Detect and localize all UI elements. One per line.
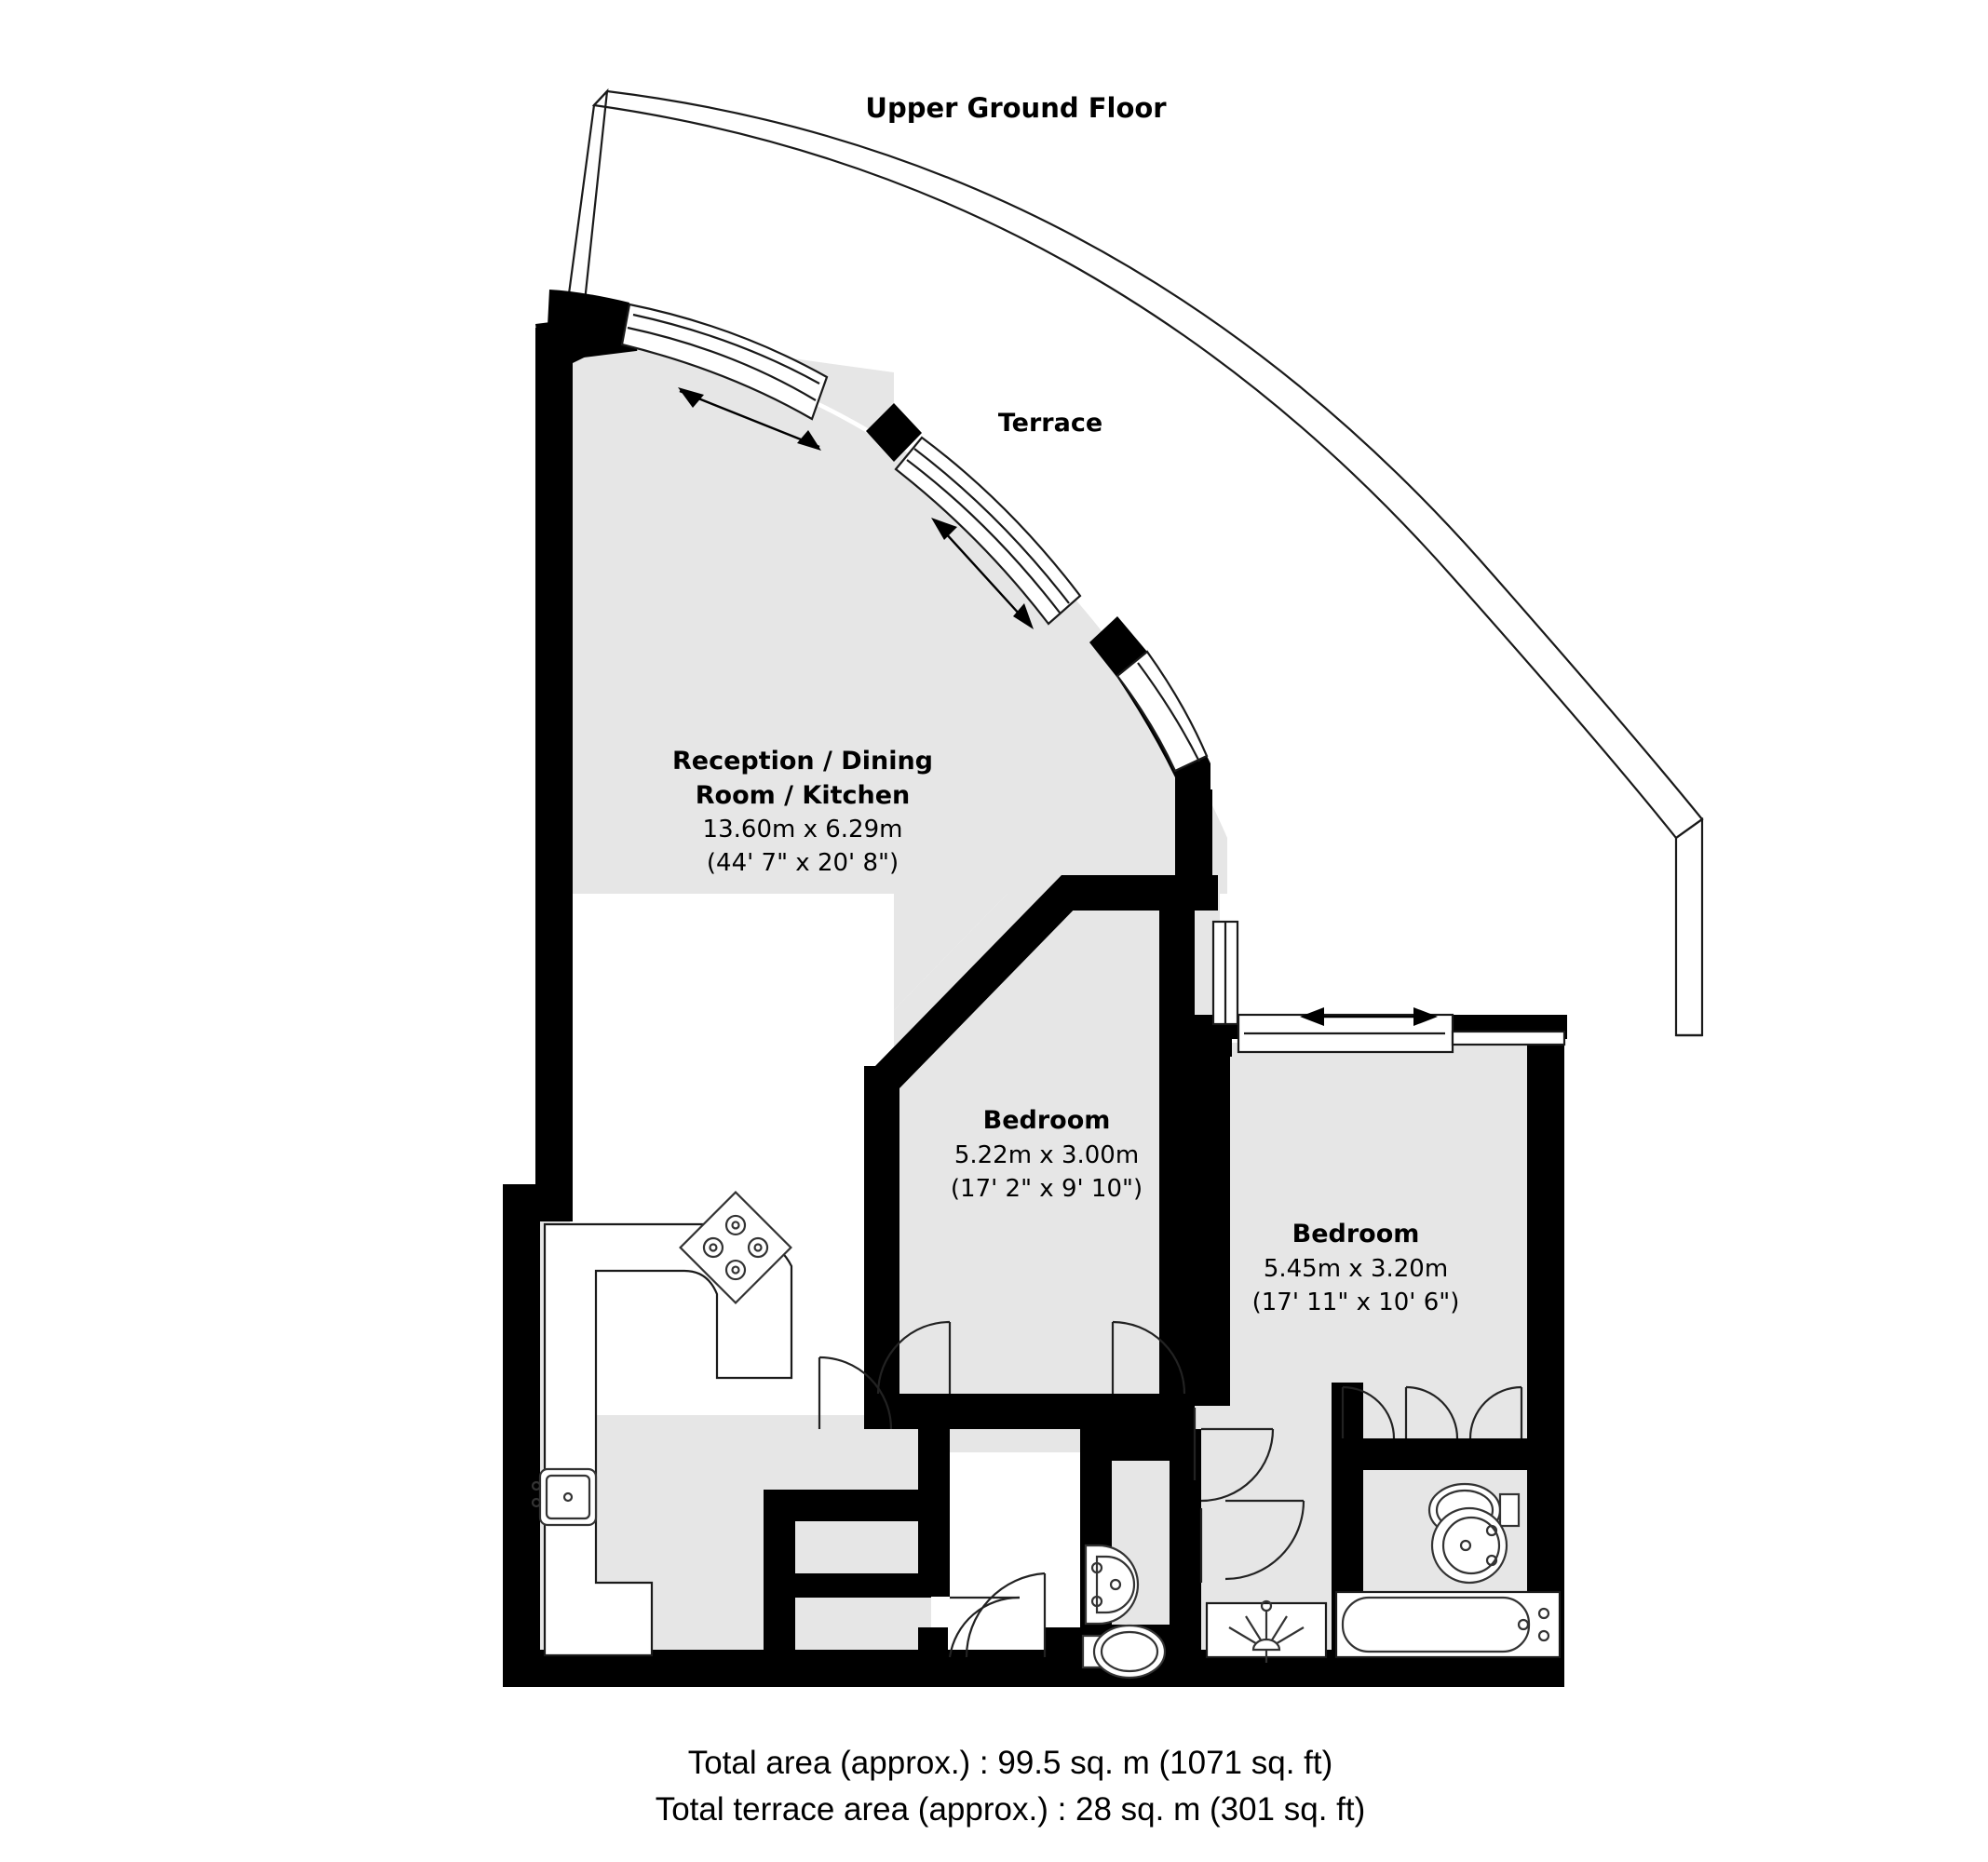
interior-floor-area xyxy=(526,328,1527,1676)
wardrobe-bifold-doors[interactable] xyxy=(1341,1385,1523,1439)
shower xyxy=(1205,1599,1328,1663)
bathroom-2-fixtures xyxy=(1334,1482,1562,1659)
wash-basin xyxy=(1084,1544,1140,1626)
door-hall-left xyxy=(818,1356,893,1430)
sliding-arrow-lower xyxy=(931,518,1034,629)
total-area-text: Total area (approx.) : 99.5 sq. m (1071 … xyxy=(688,1745,1333,1781)
reception-dim-metric: 13.60m x 6.29m xyxy=(703,816,903,843)
bedroom-2-dim-metric: 5.45m x 3.20m xyxy=(1264,1255,1448,1283)
door-hall-upper xyxy=(1200,1427,1275,1503)
window-bedroom-2[interactable] xyxy=(1211,920,1239,1026)
door-bedroom-1 xyxy=(1111,1320,1186,1395)
total-terrace-area-text: Total terrace area (approx.) : 28 sq. m … xyxy=(656,1791,1366,1828)
kitchen-units xyxy=(531,1191,793,1657)
bedroom-1-dim-imperial: (17' 2" x 9' 10") xyxy=(951,1175,1143,1203)
curved-sliding-doors[interactable] xyxy=(620,303,1209,773)
sliding-arrow-upper xyxy=(678,387,821,451)
bedroom-2-dim-imperial: (17' 11" x 10' 6") xyxy=(1252,1289,1460,1316)
reception-label-line1: Reception / Dining xyxy=(672,747,933,776)
door-bathroom-2 xyxy=(1224,1499,1305,1581)
bedroom-1-dim-metric: 5.22m x 3.00m xyxy=(954,1141,1139,1169)
bedroom-2-label: Bedroom xyxy=(1292,1220,1420,1248)
hob-4-burner xyxy=(679,1191,792,1304)
text-labels: Upper Ground Floor Terrace Reception / D… xyxy=(656,92,1460,1828)
wash-basin xyxy=(1430,1506,1508,1585)
bedroom-1-label: Bedroom xyxy=(983,1106,1111,1135)
kitchen-sink xyxy=(531,1467,598,1527)
terrace-label: Terrace xyxy=(998,409,1102,438)
door-reception xyxy=(876,1320,952,1395)
bathroom-1-fixtures xyxy=(1081,1544,1167,1680)
sliding-door-bedroom-terrace[interactable] xyxy=(1237,1007,1566,1054)
walls xyxy=(503,290,1567,1687)
door-cupboard xyxy=(948,1596,1021,1658)
page-title: Upper Ground Floor xyxy=(865,92,1167,124)
door-lower-centre xyxy=(965,1572,1047,1658)
sliding-arrow-bedroom xyxy=(1300,1007,1438,1026)
door-swings[interactable] xyxy=(818,1320,1305,1658)
toilet xyxy=(1081,1624,1167,1680)
reception-dim-imperial: (44' 7" x 20' 8") xyxy=(707,849,899,877)
reception-label-line2: Room / Kitchen xyxy=(696,781,911,810)
bathtub xyxy=(1334,1590,1562,1659)
